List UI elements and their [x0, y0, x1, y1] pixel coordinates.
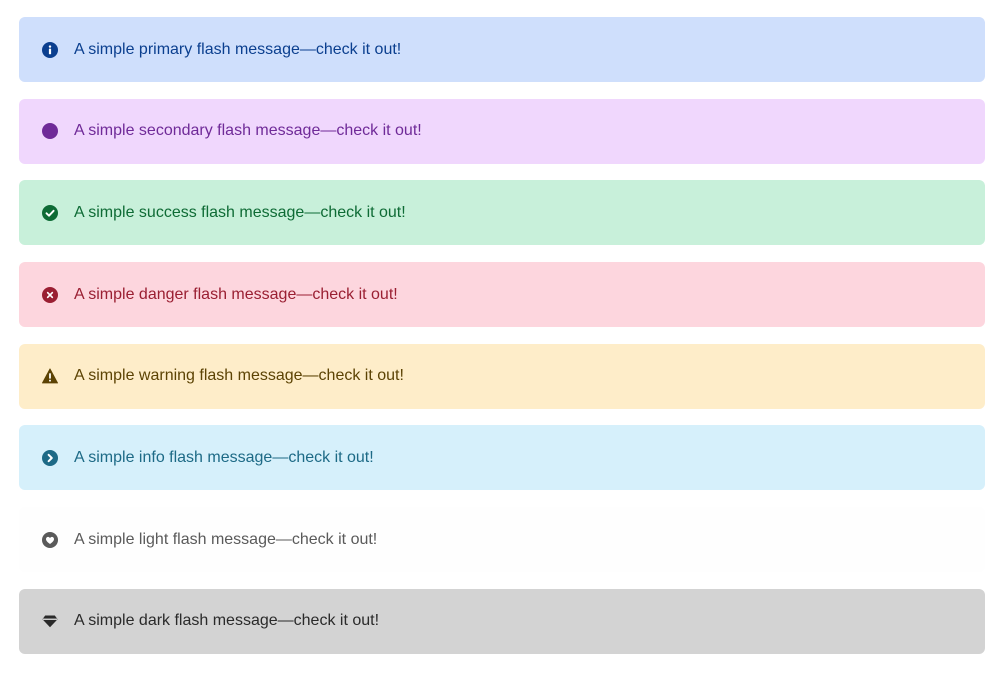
info-circle-icon [42, 41, 58, 58]
heart-circle-icon [42, 531, 58, 548]
check-circle-icon [42, 204, 58, 221]
flash-message-dark: A simple dark flash message—check it out… [19, 588, 985, 654]
gem-icon [42, 613, 58, 629]
flash-message-success: A simple success flash message—check it … [19, 180, 985, 246]
filled-circle-icon [42, 123, 58, 140]
flash-message-text: A simple danger flash message—check it o… [74, 285, 398, 303]
warning-triangle-icon [42, 368, 58, 384]
flash-message-light: A simple light flash message—check it ou… [19, 507, 985, 573]
flash-message-danger: A simple danger flash message—check it o… [19, 262, 985, 328]
flash-message-text: A simple primary flash message—check it … [74, 40, 402, 58]
flash-message-secondary: A simple secondary flash message—check i… [19, 98, 985, 164]
flash-message-warning: A simple warning flash message—check it … [19, 343, 985, 409]
flash-message-text: A simple info flash message—check it out… [74, 448, 374, 466]
flash-message-list: A simple primary flash message—check it … [19, 17, 985, 671]
flash-message-text: A simple light flash message—check it ou… [74, 530, 378, 548]
flash-message-text: A simple secondary flash message—check i… [74, 122, 422, 140]
chevron-right-circle-icon [42, 449, 58, 466]
flash-message-text: A simple warning flash message—check it … [74, 367, 404, 385]
flash-message-text: A simple success flash message—check it … [74, 203, 406, 221]
x-circle-icon [42, 286, 58, 303]
flash-message-text: A simple dark flash message—check it out… [74, 612, 380, 630]
flash-message-primary: A simple primary flash message—check it … [19, 17, 985, 82]
flash-message-info: A simple info flash message—check it out… [19, 425, 985, 491]
